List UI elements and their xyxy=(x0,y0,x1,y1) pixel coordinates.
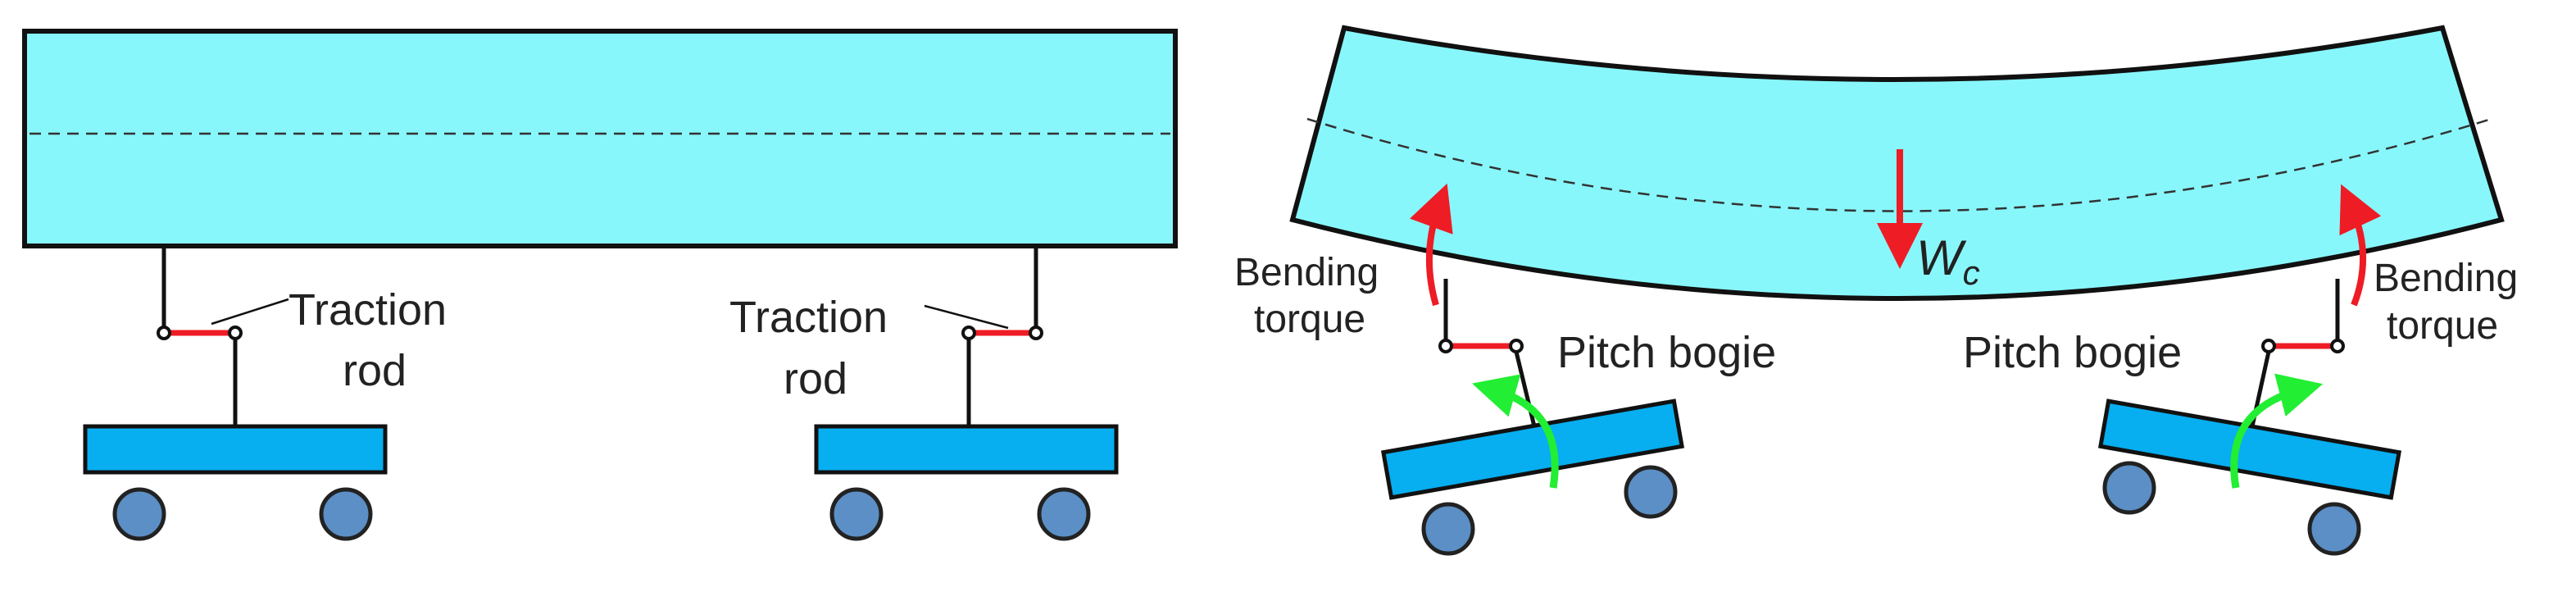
pivot-joint xyxy=(1029,326,1043,340)
bogie-frame xyxy=(814,424,1119,475)
bogie-frame xyxy=(1380,398,1685,500)
wheel xyxy=(112,487,166,541)
bending-torque-right: Bending torque xyxy=(2339,184,2518,348)
bogie-right xyxy=(814,424,1119,541)
load-label: Wc xyxy=(1916,230,1980,292)
pitch-bogie-label: Pitch bogie xyxy=(1963,328,2182,377)
pivot-joint xyxy=(2330,339,2345,353)
traction-rod-label-line1: Traction xyxy=(729,293,888,342)
curved-arrow-up-icon xyxy=(1472,374,1559,489)
pitch-bogie-label: Pitch bogie xyxy=(1557,328,1776,377)
pivot-joint xyxy=(2261,339,2276,353)
wheel xyxy=(1037,487,1091,541)
traction-rod-assembly-left: Traction rod xyxy=(157,246,447,426)
traction-rod-label-line2: rod xyxy=(343,346,407,395)
wheel xyxy=(1624,465,1678,519)
pivot-joint xyxy=(961,326,976,340)
bogie-frame xyxy=(83,424,388,475)
wheel xyxy=(2307,502,2361,556)
traction-rod-label-line2: rod xyxy=(784,354,847,403)
pivot-joint xyxy=(1509,339,1524,353)
curved-arrow-up-icon xyxy=(2230,373,2324,489)
wheel xyxy=(829,487,884,541)
bogie-frame xyxy=(2097,398,2402,500)
load-arrow: Wc xyxy=(1877,149,1980,292)
bending-torque-label-line1: Bending xyxy=(2374,257,2518,300)
traction-rod-assembly-right: Traction rod xyxy=(729,246,1043,426)
traction-rod-label-line1: Traction xyxy=(288,285,447,335)
pivot-joint xyxy=(1438,339,1453,353)
wheel xyxy=(1421,502,1475,556)
pivot-joint xyxy=(157,326,171,340)
wheel xyxy=(319,487,373,541)
bending-torque-left: Bending torque xyxy=(1234,183,1453,341)
curved-arrow-up-icon xyxy=(1410,183,1453,307)
label-leader-line xyxy=(211,298,289,326)
panel-bending: Wc Bending torque Bending torque xyxy=(1234,25,2518,556)
pitch-bogie-right: Pitch bogie xyxy=(1963,279,2402,556)
bending-torque-label-line1: Bending xyxy=(1234,251,1379,294)
neutral-axis-curve xyxy=(1306,117,2492,212)
bending-torque-label-line2: torque xyxy=(1254,298,1365,341)
wheel xyxy=(2102,461,2156,515)
pitch-bogie-left: Pitch bogie xyxy=(1380,279,1776,556)
bending-torque-label-line2: torque xyxy=(2387,304,2498,348)
curved-arrow-up-icon xyxy=(2339,184,2382,307)
car-body xyxy=(22,29,1178,248)
bogie-left xyxy=(83,424,388,541)
panel-normal: Traction rod Traction rod xyxy=(22,29,1178,541)
label-leader-line xyxy=(924,304,1009,330)
pivot-joint xyxy=(228,326,243,340)
